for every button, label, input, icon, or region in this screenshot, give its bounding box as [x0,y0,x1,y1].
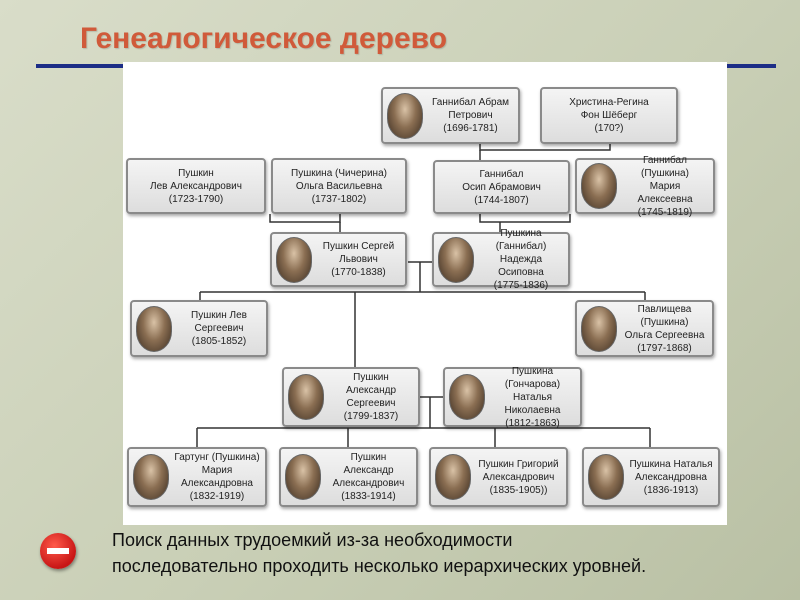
node-gannibal-maria[interactable]: Ганнибал (Пушкина) Мария Алексеевна (174… [575,155,715,218]
portrait-image [581,305,617,352]
node-gannibal-abram[interactable]: Ганнибал Абрам Петрович (1696-1781) [381,87,520,144]
portrait-image [438,236,474,283]
node-pushkina-goncharova[interactable]: Пушкина (Гончарова) Наталья Николаевна (… [443,366,582,429]
node-hristina[interactable]: Христина-Регина Фон Шёберг (170?) [540,87,678,144]
connector-lev-olga [269,214,341,223]
slide-title: Генеалогическое дерево [80,22,448,55]
node-pushkin-alexandr-a[interactable]: Пушкин Александр Александрович (1833-191… [279,447,418,507]
node-pushkina-nadezhda[interactable]: Пушкина (Ганнибал) Надежда Осиповна (177… [432,228,570,291]
node-pushkin-lev-a[interactable]: Пушкин Лев Александрович (1723-1790) [126,158,266,214]
portrait-image [581,163,617,209]
connector-abram-hristina [479,144,611,151]
portrait-image [387,92,423,139]
node-pavlischeva[interactable]: Павлищева (Пушкина) Ольга Сергеевна (179… [575,300,714,357]
stop-sign-icon [40,533,76,569]
node-pushkina-chicherina[interactable]: Пушкина (Чичерина) Ольга Васильевна (173… [271,158,407,214]
portrait-image [588,454,624,500]
portrait-image [285,454,321,500]
portrait-image [276,236,312,283]
node-pushkina-natalia[interactable]: Пушкина Наталья Александровна (1836-1913… [582,447,720,507]
caption-text: Поиск данных трудоемкий из-за необходимо… [112,530,647,576]
node-gannibal-osip[interactable]: Ганнибал Осип Абрамович (1744-1807) [433,160,570,214]
portrait-image [133,454,169,500]
node-pushkin-lev-s[interactable]: Пушкин Лев Сергеевич (1805-1852) [130,300,268,357]
node-pushkin-sergey[interactable]: Пушкин Сергей Львович (1770-1838) [270,232,407,287]
connector-osip-maria [479,214,571,223]
portrait-image [136,305,172,352]
node-gartung[interactable]: Гартунг (Пушкина) Мария Александровна (1… [127,447,267,507]
node-pushkin-alexandr[interactable]: Пушкин Александр Сергеевич (1799-1837) [282,367,420,427]
node-pushkin-grigoriy[interactable]: Пушкин Григорий Александрович (1835-1905… [429,447,568,507]
portrait-image [449,374,485,420]
portrait-image [288,374,324,420]
portrait-image [435,454,471,500]
